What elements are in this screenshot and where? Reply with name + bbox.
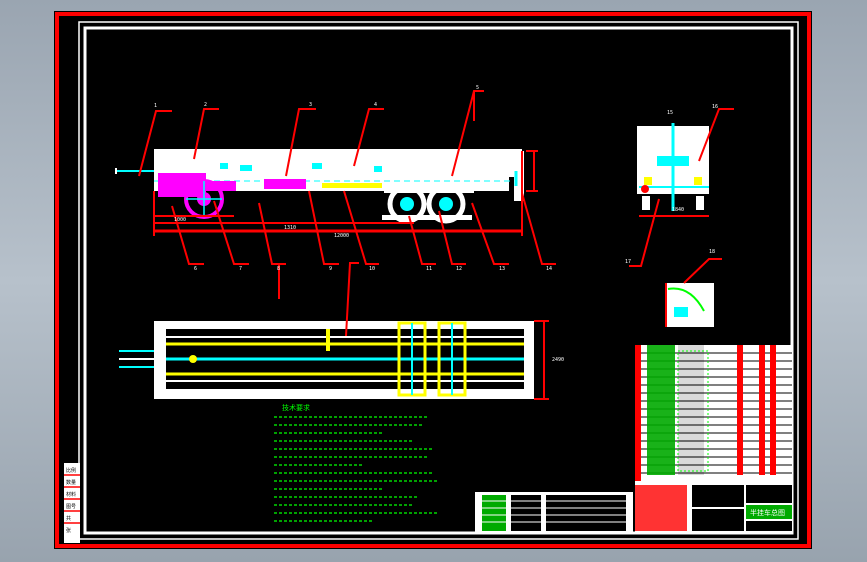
outer-border [55, 12, 811, 548]
callout-label: 9 [329, 266, 332, 272]
callout-label: 7 [239, 266, 242, 272]
callout-label: 6 [194, 266, 197, 272]
side-deck [154, 149, 522, 177]
callout-label: 8 [277, 266, 280, 272]
parts-list [635, 345, 792, 481]
landing-gear [158, 173, 206, 197]
title-block: 半挂车总图 [635, 481, 792, 533]
callout-label: 16 [712, 104, 718, 110]
dimension-label: 1310 [284, 225, 296, 231]
cad-drawing-viewer[interactable]: 1 2 3 4 5 6 7 8 9 10 11 12 13 14 1310 12… [54, 11, 812, 549]
dimension-label: 1840 [672, 207, 684, 213]
callout-label: 15 [667, 110, 673, 116]
technical-notes: 技术要求 [274, 403, 439, 522]
drawing-frame [83, 26, 794, 535]
callout-label: 13 [499, 266, 505, 272]
callout-label: 1 [154, 103, 157, 109]
callout-label: 17 [625, 259, 631, 265]
rear-view: 1840 15 16 17 [625, 104, 734, 267]
top-view: 2490 [119, 262, 564, 400]
callout-label: 14 [546, 266, 552, 272]
dimension-label: 2490 [552, 357, 564, 363]
notes-heading: 技术要求 [282, 403, 310, 412]
callout-label: 12 [456, 266, 462, 272]
drawing-name: 半挂车总图 [750, 508, 785, 517]
cad-drawing-canvas: 1 2 3 4 5 6 7 8 9 10 11 12 13 14 1310 12… [55, 12, 811, 548]
revision-cell: 数量 [66, 479, 76, 486]
revision-cell: 张 [66, 527, 71, 534]
rear-wheels [382, 184, 474, 224]
revision-cell: 比例 [66, 467, 76, 474]
detail-view: 18 [665, 249, 722, 327]
secondary-bom [475, 492, 633, 533]
callout-label: 5 [476, 85, 479, 91]
callout-label: 10 [369, 266, 375, 272]
inner-border [78, 21, 799, 540]
dimension-label: 12000 [334, 233, 349, 239]
revision-cell: 图号 [66, 504, 76, 510]
revision-cell: 共 [66, 515, 71, 522]
callout-label: 3 [309, 102, 312, 108]
callout-label: 11 [426, 266, 432, 272]
revision-cell: 材料 [66, 491, 76, 498]
callout-label: 2 [204, 102, 207, 108]
side-view: 1 2 3 4 5 6 7 8 9 10 11 12 13 14 1310 12… [115, 85, 556, 299]
callout-label: 4 [374, 102, 377, 108]
revision-table: 比例 数量 材料 图号 共 张 [64, 463, 80, 543]
callout-label: 18 [709, 249, 715, 255]
dimension-label: 1000 [174, 217, 186, 223]
